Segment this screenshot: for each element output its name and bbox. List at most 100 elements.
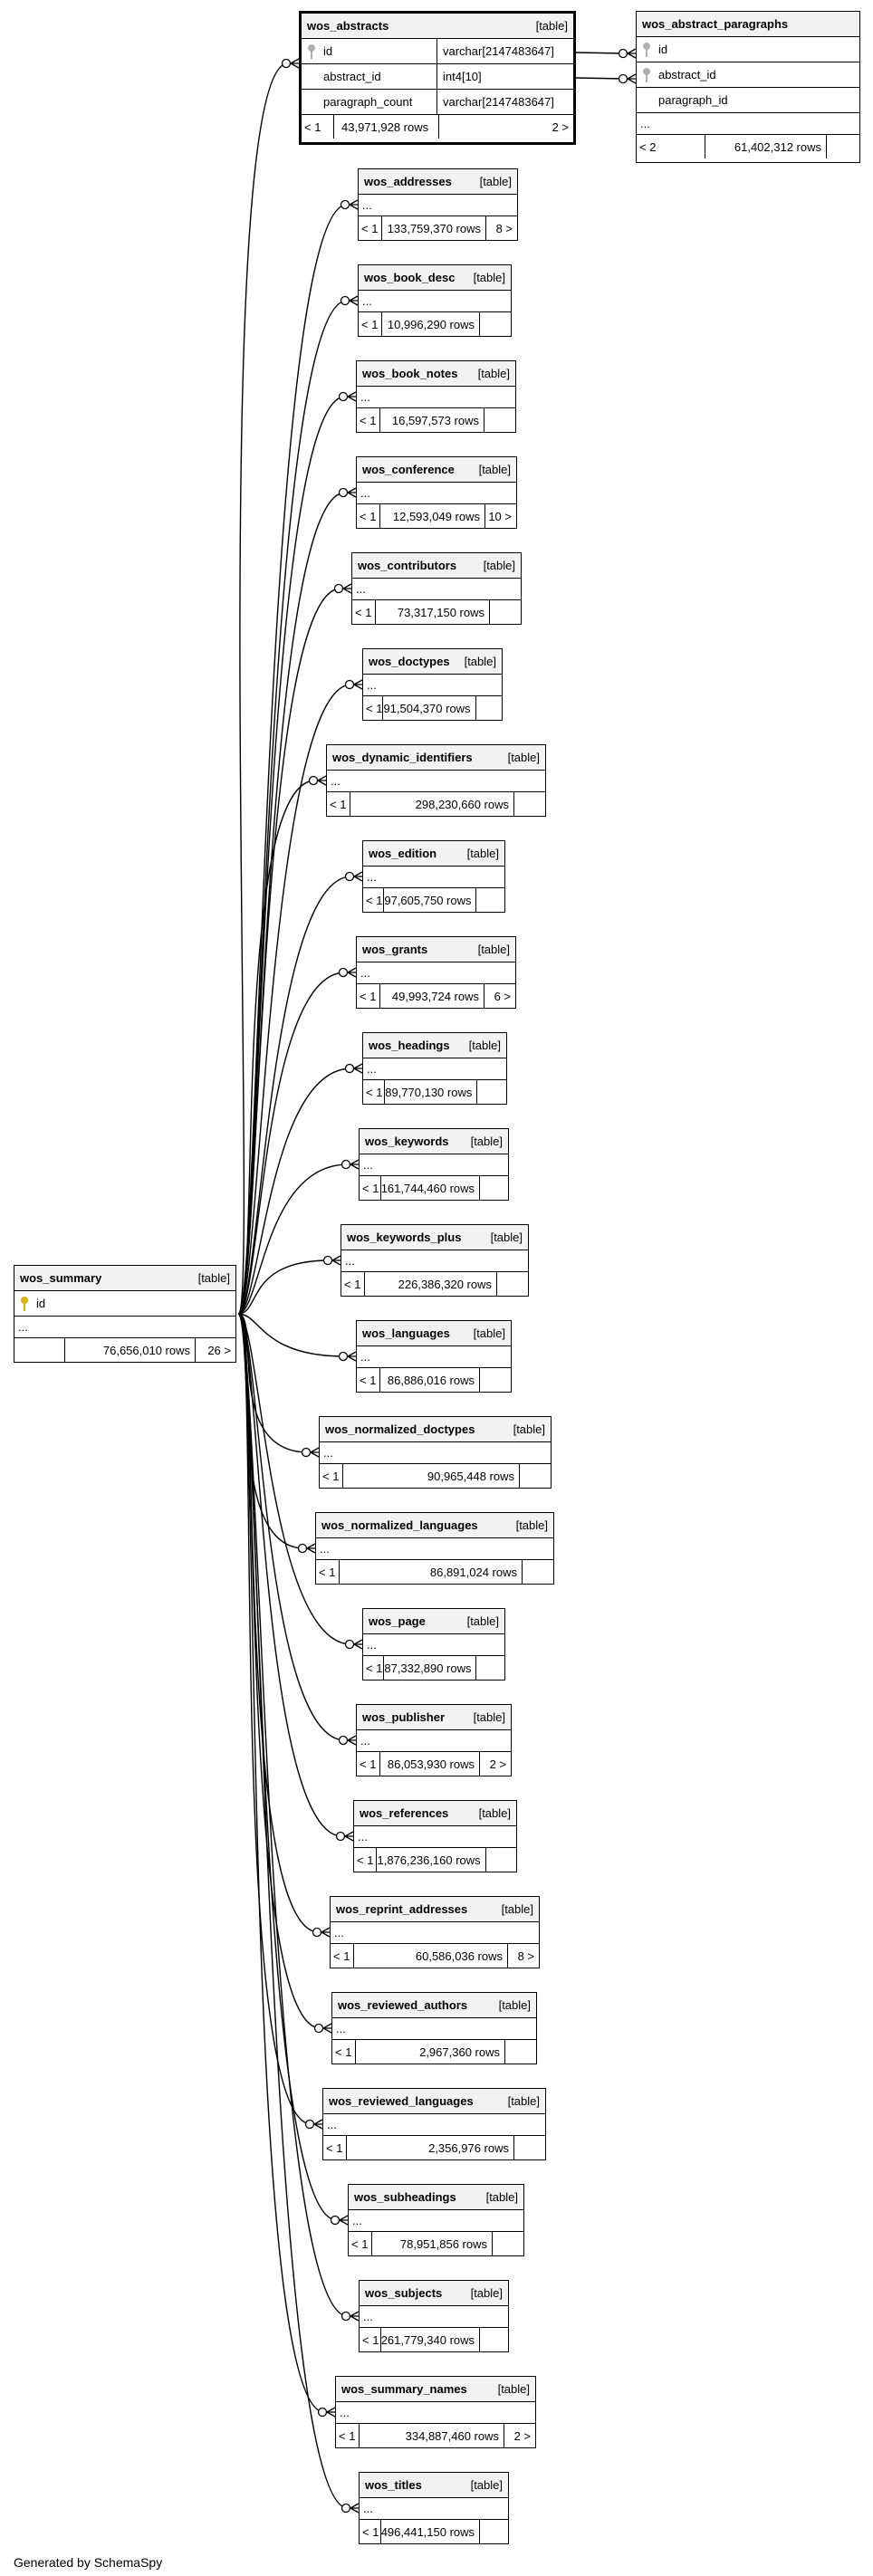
table-wos-addresses[interactable]: wos_addresses [table] ... < 1 133,759,37… [358, 168, 518, 241]
table-wos-page[interactable]: wos_page [table] ... < 1 87,332,890 rows [362, 1608, 505, 1681]
many-cardinality-marker [353, 871, 363, 882]
table-wos-book-desc[interactable]: wos_book_desc [table] ... < 1 10,996,290… [358, 264, 512, 337]
more-columns: ... [357, 483, 516, 504]
row-count: 76,656,010 rows [65, 1338, 196, 1362]
parents-count[interactable]: < 1 [323, 2136, 347, 2159]
parents-count[interactable]: < 2 [637, 135, 705, 158]
row-count: 43,971,928 rows [334, 115, 439, 139]
more-columns: ... [363, 867, 504, 888]
parents-count[interactable]: < 1 [320, 1464, 343, 1488]
table-wos-grants[interactable]: wos_grants [table] ... < 1 49,993,724 ro… [356, 936, 516, 1009]
parents-count[interactable]: < 1 [341, 1272, 365, 1296]
table-wos-normalized-languages[interactable]: wos_normalized_languages [table] ... < 1… [315, 1512, 554, 1585]
many-cardinality-marker [331, 1255, 341, 1266]
table-wos-summary[interactable]: wos_summary [table] id ... 76,656,010 ro… [14, 1265, 236, 1363]
children-count[interactable]: 10 > [488, 509, 512, 523]
parents-count[interactable]: < 1 [336, 2424, 360, 2447]
more-columns: ... [320, 1442, 551, 1464]
table-wos-references[interactable]: wos_references [table] ... < 1 1,876,236… [353, 1800, 517, 1872]
zero-cardinality-marker [297, 1543, 308, 1554]
children-count[interactable]: 2 > [489, 1757, 506, 1771]
table-wos-edition[interactable]: wos_edition [table] ... < 1 97,605,750 r… [362, 840, 505, 913]
key-icon [307, 43, 316, 59]
table-wos-languages[interactable]: wos_languages [table] ... < 1 86,886,016… [356, 1320, 512, 1393]
table-wos-dynamic-identifiers[interactable]: wos_dynamic_identifiers [table] ... < 1 … [326, 744, 546, 817]
parents-count[interactable]: < 1 [357, 1752, 380, 1776]
children-count [493, 2232, 523, 2255]
parents-count[interactable]: < 1 [352, 600, 376, 624]
parents-count[interactable]: < 1 [360, 1176, 381, 1200]
children-count[interactable]: 8 > [495, 221, 513, 235]
table-name: wos_page [369, 1614, 426, 1628]
zero-cardinality-marker [312, 1927, 322, 1938]
table-kind: [table] [485, 2190, 518, 2204]
table-wos-abstracts[interactable]: wos_abstracts [table] id varchar[2147483… [299, 11, 576, 145]
children-count [484, 408, 515, 432]
table-footer: < 1 86,886,016 rows [357, 1368, 511, 1392]
table-wos-doctypes[interactable]: wos_doctypes [table] ... < 1 91,504,370 … [362, 648, 503, 721]
table-wos-subheadings[interactable]: wos_subheadings [table] ... < 1 78,951,8… [348, 2184, 524, 2256]
table-footer: < 1 161,744,460 rows [360, 1176, 508, 1200]
table-wos-reviewed-languages[interactable]: wos_reviewed_languages [table] ... < 1 2… [322, 2088, 546, 2160]
children-count[interactable]: 8 > [517, 1949, 534, 1963]
table-wos-summary-names[interactable]: wos_summary_names [table] ... < 1 334,88… [335, 2376, 536, 2448]
more-columns: ... [323, 2114, 545, 2136]
table-kind: [table] [477, 367, 510, 380]
more-columns: ... [360, 2306, 508, 2328]
parents-count[interactable]: < 1 [359, 312, 382, 336]
table-wos-normalized-doctypes[interactable]: wos_normalized_doctypes [table] ... < 1 … [319, 1416, 552, 1489]
parents-count[interactable]: < 1 [357, 1368, 380, 1392]
parents-count[interactable]: < 1 [357, 408, 380, 432]
table-footer: < 1 86,891,024 rows [316, 1560, 553, 1584]
parents-count[interactable]: < 1 [354, 1848, 378, 1872]
table-wos-book-notes[interactable]: wos_book_notes [table] ... < 1 16,597,57… [356, 360, 516, 433]
parents-count[interactable]: < 1 [357, 984, 380, 1008]
children-count[interactable]: 26 > [207, 1343, 231, 1357]
table-wos-contributors[interactable]: wos_contributors [table] ... < 1 73,317,… [351, 552, 522, 625]
children-count[interactable]: 6 > [494, 989, 511, 1003]
table-wos-abstract-paragraphs[interactable]: wos_abstract_paragraphs id abstract_id p… [636, 11, 860, 163]
parents-count[interactable]: < 1 [331, 1944, 354, 1968]
many-cardinality-marker [313, 2119, 323, 2130]
parents-count[interactable]: < 1 [359, 216, 382, 240]
parents-count[interactable]: < 1 [360, 2328, 381, 2351]
parents-count[interactable]: < 1 [357, 504, 380, 528]
table-wos-keywords[interactable]: wos_keywords [table] ... < 1 161,744,460… [359, 1128, 509, 1201]
table-header: wos_headings [table] [363, 1033, 506, 1058]
table-wos-conference[interactable]: wos_conference [table] ... < 1 12,593,04… [356, 456, 517, 529]
children-count[interactable]: 2 > [513, 2428, 531, 2443]
table-name: wos_summary_names [341, 2382, 467, 2396]
parents-count[interactable] [14, 1338, 65, 1362]
table-wos-reviewed-authors[interactable]: wos_reviewed_authors [table] ... < 1 2,9… [331, 1992, 537, 2064]
relationship-edge-wos-book-notes [237, 396, 346, 1315]
table-wos-keywords-plus[interactable]: wos_keywords_plus [table] ... < 1 226,38… [341, 1224, 529, 1297]
parents-count[interactable]: < 1 [363, 1656, 385, 1680]
table-wos-subjects[interactable]: wos_subjects [table] ... < 1 261,779,340… [359, 2280, 509, 2352]
parents-count[interactable]: < 1 [327, 792, 350, 816]
parents-count[interactable]: < 1 [332, 2040, 356, 2064]
parents-count[interactable]: < 1 [316, 1560, 340, 1584]
children-count [520, 1464, 551, 1488]
table-wos-reprint-addresses[interactable]: wos_reprint_addresses [table] ... < 1 60… [330, 1896, 540, 1968]
parents-count[interactable]: < 1 [363, 1080, 386, 1104]
table-name: wos_normalized_doctypes [325, 1422, 475, 1436]
parents-count[interactable]: < 1 [360, 2520, 381, 2543]
row-count: 16,597,573 rows [380, 408, 484, 432]
table-wos-headings[interactable]: wos_headings [table] ... < 1 89,770,130 … [362, 1032, 507, 1105]
many-cardinality-marker [317, 775, 327, 786]
parents-count[interactable]: < 1 [363, 888, 385, 912]
parents-count[interactable]: < 1 [349, 2232, 372, 2255]
many-cardinality-marker [347, 1351, 357, 1362]
column-name: id [658, 43, 668, 56]
table-wos-publisher[interactable]: wos_publisher [table] ... < 1 86,053,930… [356, 1704, 512, 1776]
table-header: wos_reviewed_languages [table] [323, 2089, 545, 2114]
table-wos-titles[interactable]: wos_titles [table] ... < 1 496,441,150 r… [359, 2472, 509, 2544]
relationship-edge-wos-abstracts [237, 62, 289, 1315]
parents-count[interactable]: < 1 [302, 115, 334, 139]
parents-count[interactable]: < 1 [363, 696, 384, 720]
more-columns: ... [637, 113, 859, 135]
many-cardinality-marker [339, 2215, 349, 2226]
row-count: 226,386,320 rows [365, 1272, 497, 1296]
children-count[interactable]: 2 > [552, 120, 569, 134]
many-cardinality-marker [347, 391, 357, 402]
